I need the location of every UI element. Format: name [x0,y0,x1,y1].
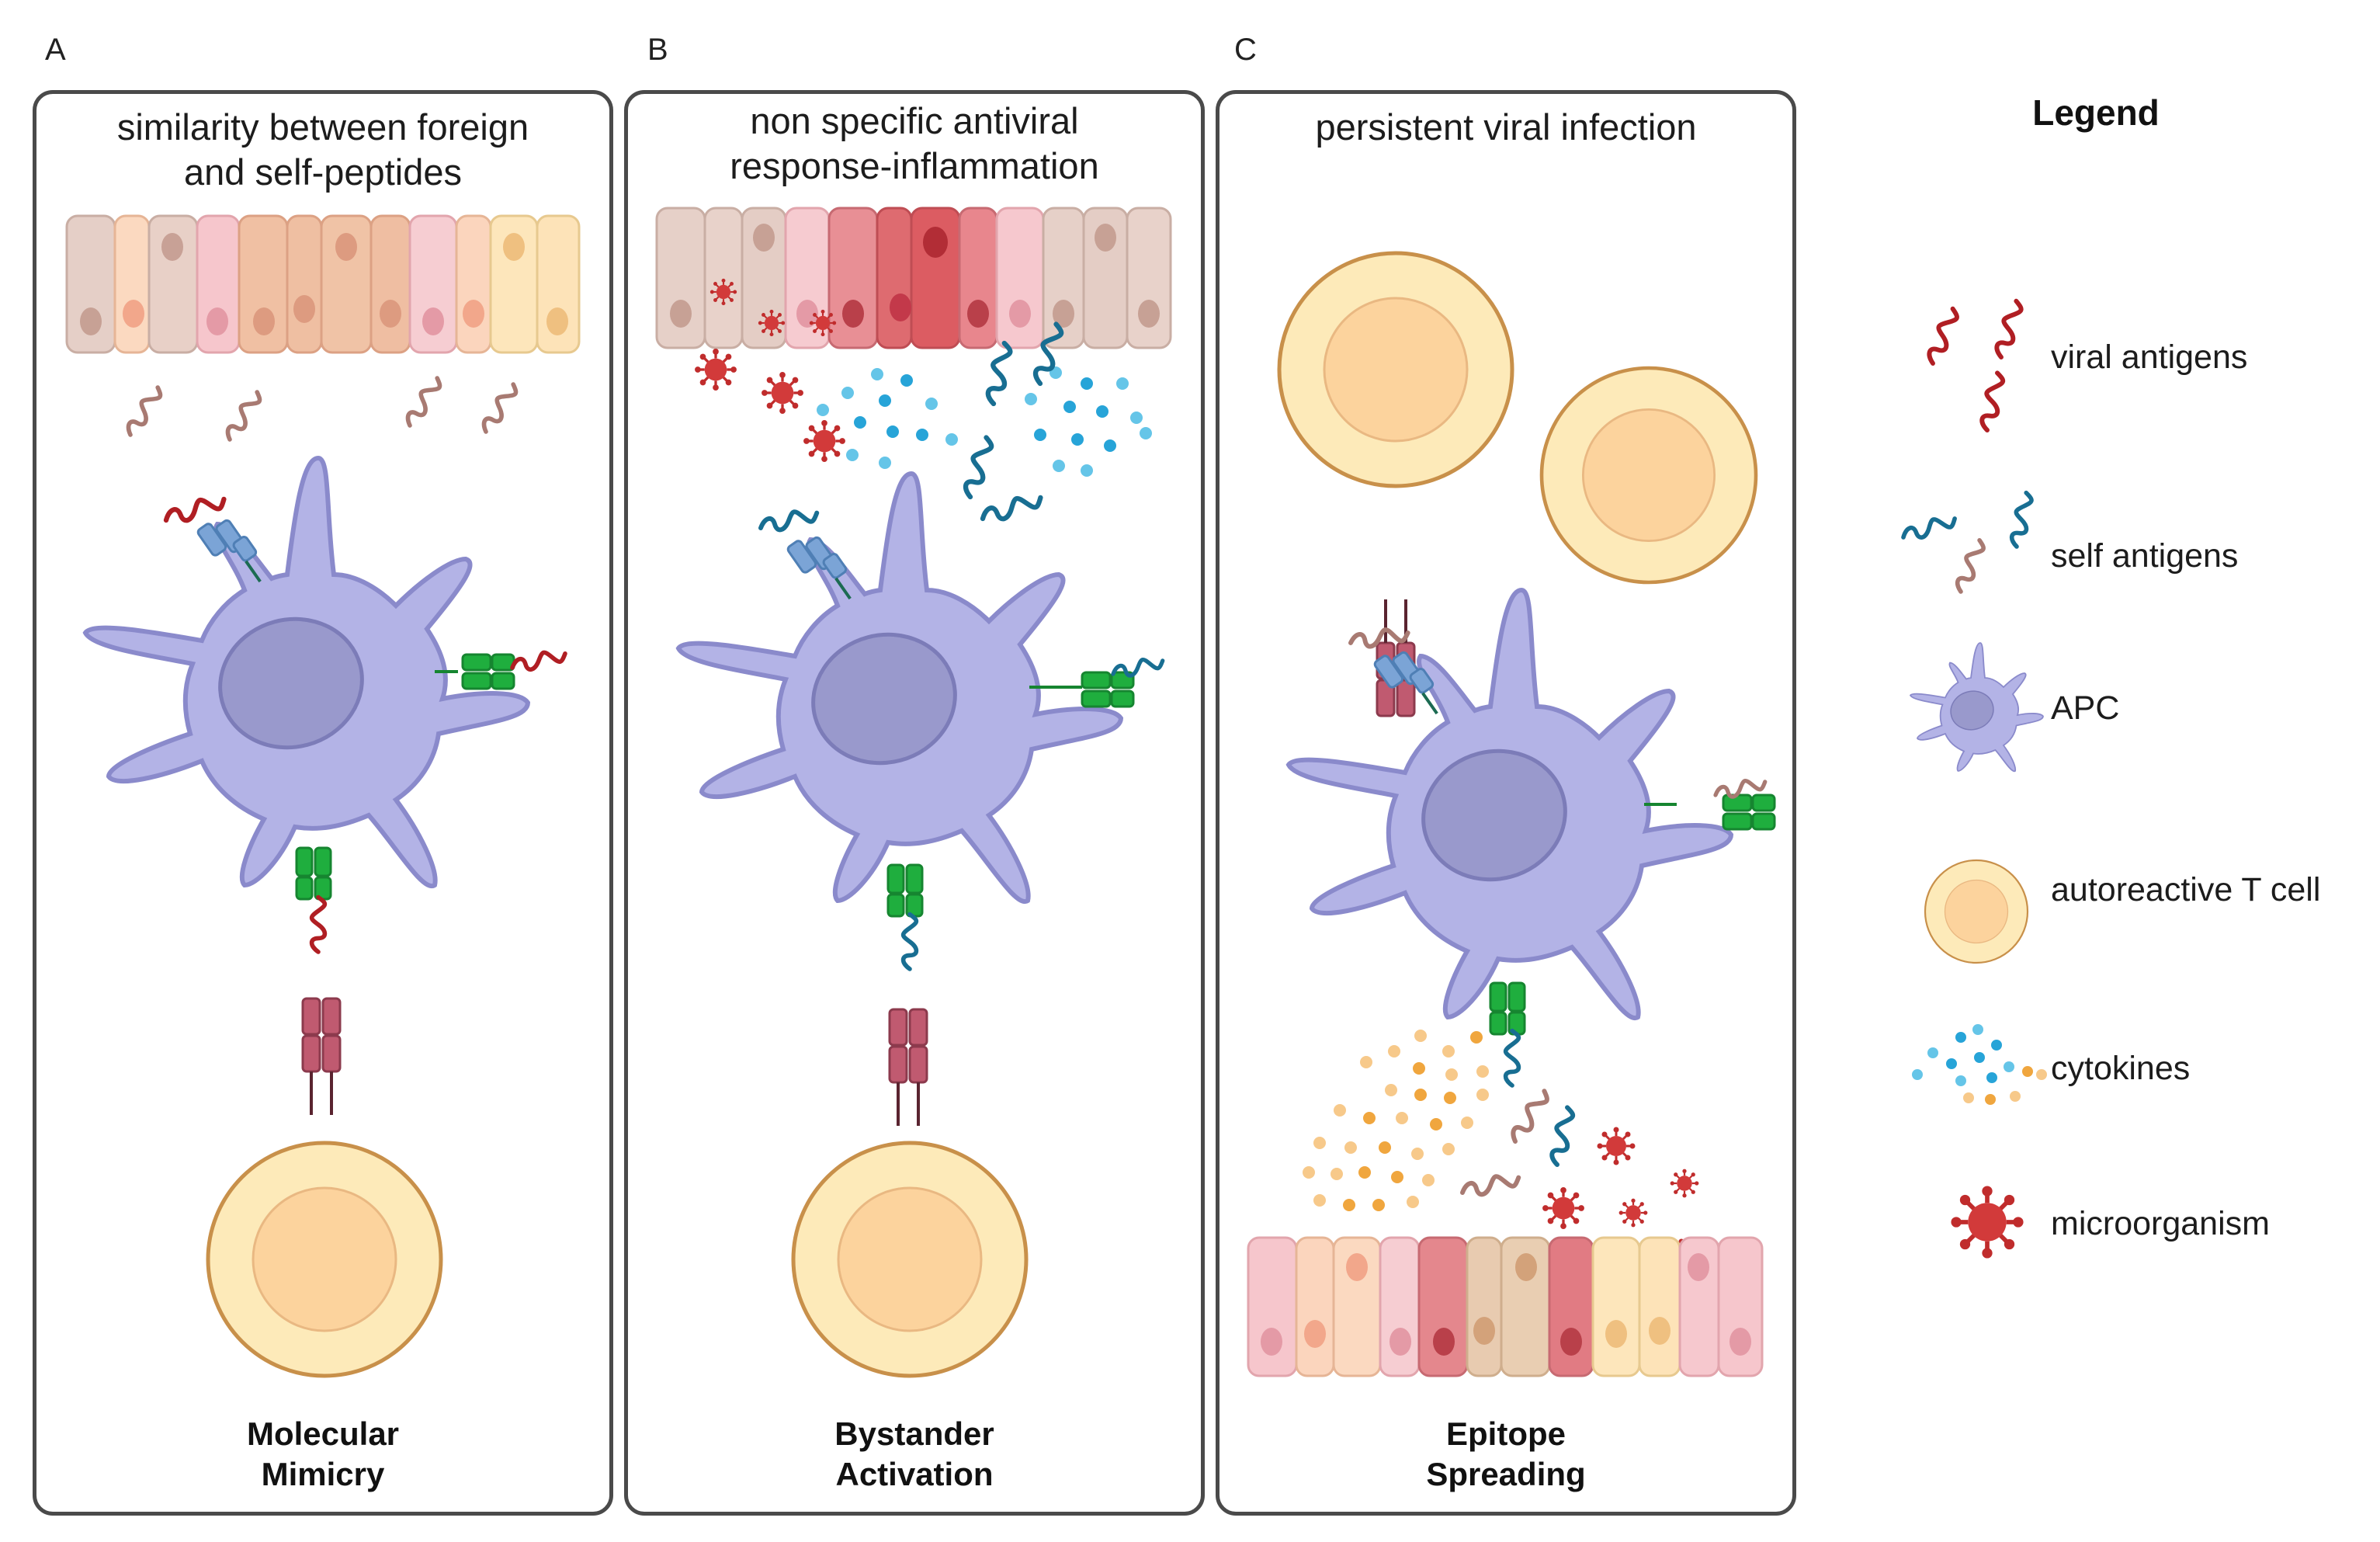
legend-label-t-cell: autoreactive T cell [2051,871,2321,908]
antigens-c-lower [1461,1088,1574,1200]
legend-label-viral-antigens: viral antigens [2051,339,2248,376]
apc-icon [1910,642,2044,773]
self-antigens-b [963,322,1063,526]
mhc-a-bottom [295,846,332,901]
tcr-b [888,1008,928,1127]
self-antigen-icon [1901,491,2032,594]
panel-letter-b: B [647,33,668,67]
self-antigen-b3 [904,915,917,969]
t-cell-c2 [1542,368,1756,582]
mhc-c-bottom [1489,981,1526,1036]
cytokine-icon [1912,1024,2047,1105]
panel-letter-c: C [1234,33,1257,67]
viral-antigen-a3 [312,898,325,952]
viral-antigen-icon [1927,299,2023,431]
panel-a-caption: Molecular Mimicry [246,1415,400,1492]
epithelium-c [1247,1236,1764,1377]
tcr-a [301,997,342,1117]
t-cell-c1 [1279,253,1512,486]
blue-receptor-a [195,509,262,583]
microorganism-icon [1951,1186,2023,1258]
legend-label-self-antigens: self antigens [2051,537,2239,575]
viral-antigen-a2 [511,648,567,674]
legend-label-apc: APC [2051,689,2120,727]
apc-a [85,458,528,886]
blue-receptor-b [785,526,852,600]
cytokines-c [1303,1030,1489,1211]
legend-title: Legend [2032,92,2160,133]
mhc-c-right [1722,794,1776,831]
panel-letter-a: A [45,33,66,67]
t-cell-a [208,1143,441,1376]
epithelium-a [65,214,581,354]
epithelium-b [655,207,1172,349]
t-cell-b [793,1143,1026,1376]
blue-receptor-c [1372,641,1438,715]
cytokines-b [817,366,1152,477]
panel-c-caption: Epitope Spreading [1426,1415,1586,1492]
mhc-b-right [1081,671,1135,708]
panel-b-title: non specific antiviral response-inflamma… [730,100,1099,186]
t-cell-icon [1924,859,2029,964]
mhc-b-bottom [886,863,924,918]
mhc-a-right [461,653,515,690]
self-antigen-c3 [1506,1031,1519,1085]
legend-label-cytokines: cytokines [2051,1050,2191,1087]
legend-label-microorganism: microorganism [2051,1205,2270,1242]
panel-b-caption: Bystander Activation [834,1415,994,1492]
self-antigen-b1 [759,506,819,535]
panel-a-title: similarity between foreign and self-pept… [116,106,529,193]
self-antigens-a [125,375,519,443]
panel-c-title: persistent viral infection [1315,106,1697,148]
